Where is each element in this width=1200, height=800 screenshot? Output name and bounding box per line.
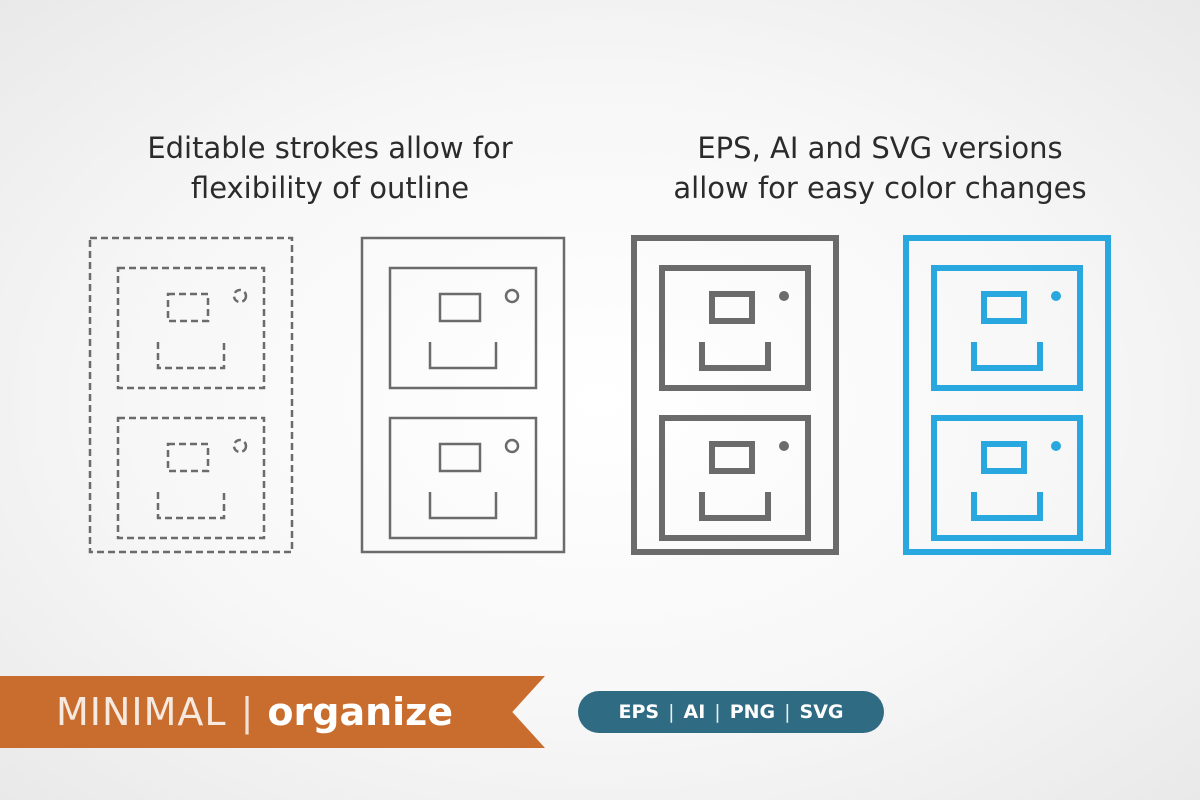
caption-editable-strokes: Editable strokes allow for flexibility o… <box>70 128 590 208</box>
drawer-handle <box>699 342 771 371</box>
top-drawer <box>116 266 266 390</box>
format-svg: SVG <box>799 701 844 723</box>
filing-cabinet-blue-icon <box>903 235 1111 555</box>
caption-right-line-2: allow for easy color changes <box>673 171 1087 205</box>
drawer-lock-dot <box>232 288 248 304</box>
drawer-handle <box>699 492 771 521</box>
filing-cabinet-dashed-icon <box>88 236 294 554</box>
caption-right-line-1: EPS, AI and SVG versions <box>697 131 1063 165</box>
drawer-lock-dot <box>232 438 248 454</box>
cabinet-frame <box>903 235 1111 555</box>
drawer-label-slot <box>709 291 755 324</box>
bottom-drawer <box>931 415 1083 541</box>
caption-color-versions: EPS, AI and SVG versions allow for easy … <box>620 128 1140 208</box>
cabinet-frame <box>360 236 566 554</box>
cabinet-frame <box>631 235 839 555</box>
drawer-lock-dot <box>779 441 789 451</box>
drawer-handle <box>428 492 498 520</box>
bottom-drawer <box>659 415 811 541</box>
drawer-label-slot <box>438 292 482 323</box>
format-divider: | <box>784 701 791 723</box>
drawer-lock-dot <box>1051 291 1061 301</box>
filing-cabinet-thin-icon <box>360 236 566 554</box>
cabinet-frame <box>88 236 294 554</box>
title-ribbon: MINIMAL | organize <box>0 676 545 748</box>
drawer-lock-dot <box>504 288 520 304</box>
file-formats-badge: EPS | AI | PNG | SVG <box>578 691 884 733</box>
drawer-label-slot <box>166 292 210 323</box>
drawer-label-slot <box>438 442 482 473</box>
drawer-handle <box>156 342 226 370</box>
format-divider: | <box>714 701 721 723</box>
drawer-label-slot <box>981 441 1027 474</box>
format-png: PNG <box>729 701 776 723</box>
drawer-handle <box>971 492 1043 521</box>
drawer-label-slot <box>166 442 210 473</box>
drawer-label-slot <box>709 441 755 474</box>
drawer-lock-dot <box>779 291 789 301</box>
ribbon-separator: | <box>240 690 254 734</box>
bottom-drawer <box>116 416 266 540</box>
drawer-handle <box>428 342 498 370</box>
top-drawer <box>388 266 538 390</box>
top-drawer <box>659 265 811 391</box>
bottom-drawer <box>388 416 538 540</box>
drawer-label-slot <box>981 291 1027 324</box>
drawer-handle <box>156 492 226 520</box>
ribbon-series-label: MINIMAL <box>56 690 227 734</box>
ribbon-subject-label: organize <box>267 690 454 734</box>
top-drawer <box>931 265 1083 391</box>
caption-left-line-2: flexibility of outline <box>190 171 470 205</box>
format-ai: AI <box>683 701 706 723</box>
caption-left-line-1: Editable strokes allow for <box>147 131 513 165</box>
format-divider: | <box>668 701 675 723</box>
drawer-lock-dot <box>1051 441 1061 451</box>
filing-cabinet-bold-icon <box>631 235 839 555</box>
format-eps: EPS <box>618 701 660 723</box>
drawer-handle <box>971 342 1043 371</box>
drawer-lock-dot <box>504 438 520 454</box>
